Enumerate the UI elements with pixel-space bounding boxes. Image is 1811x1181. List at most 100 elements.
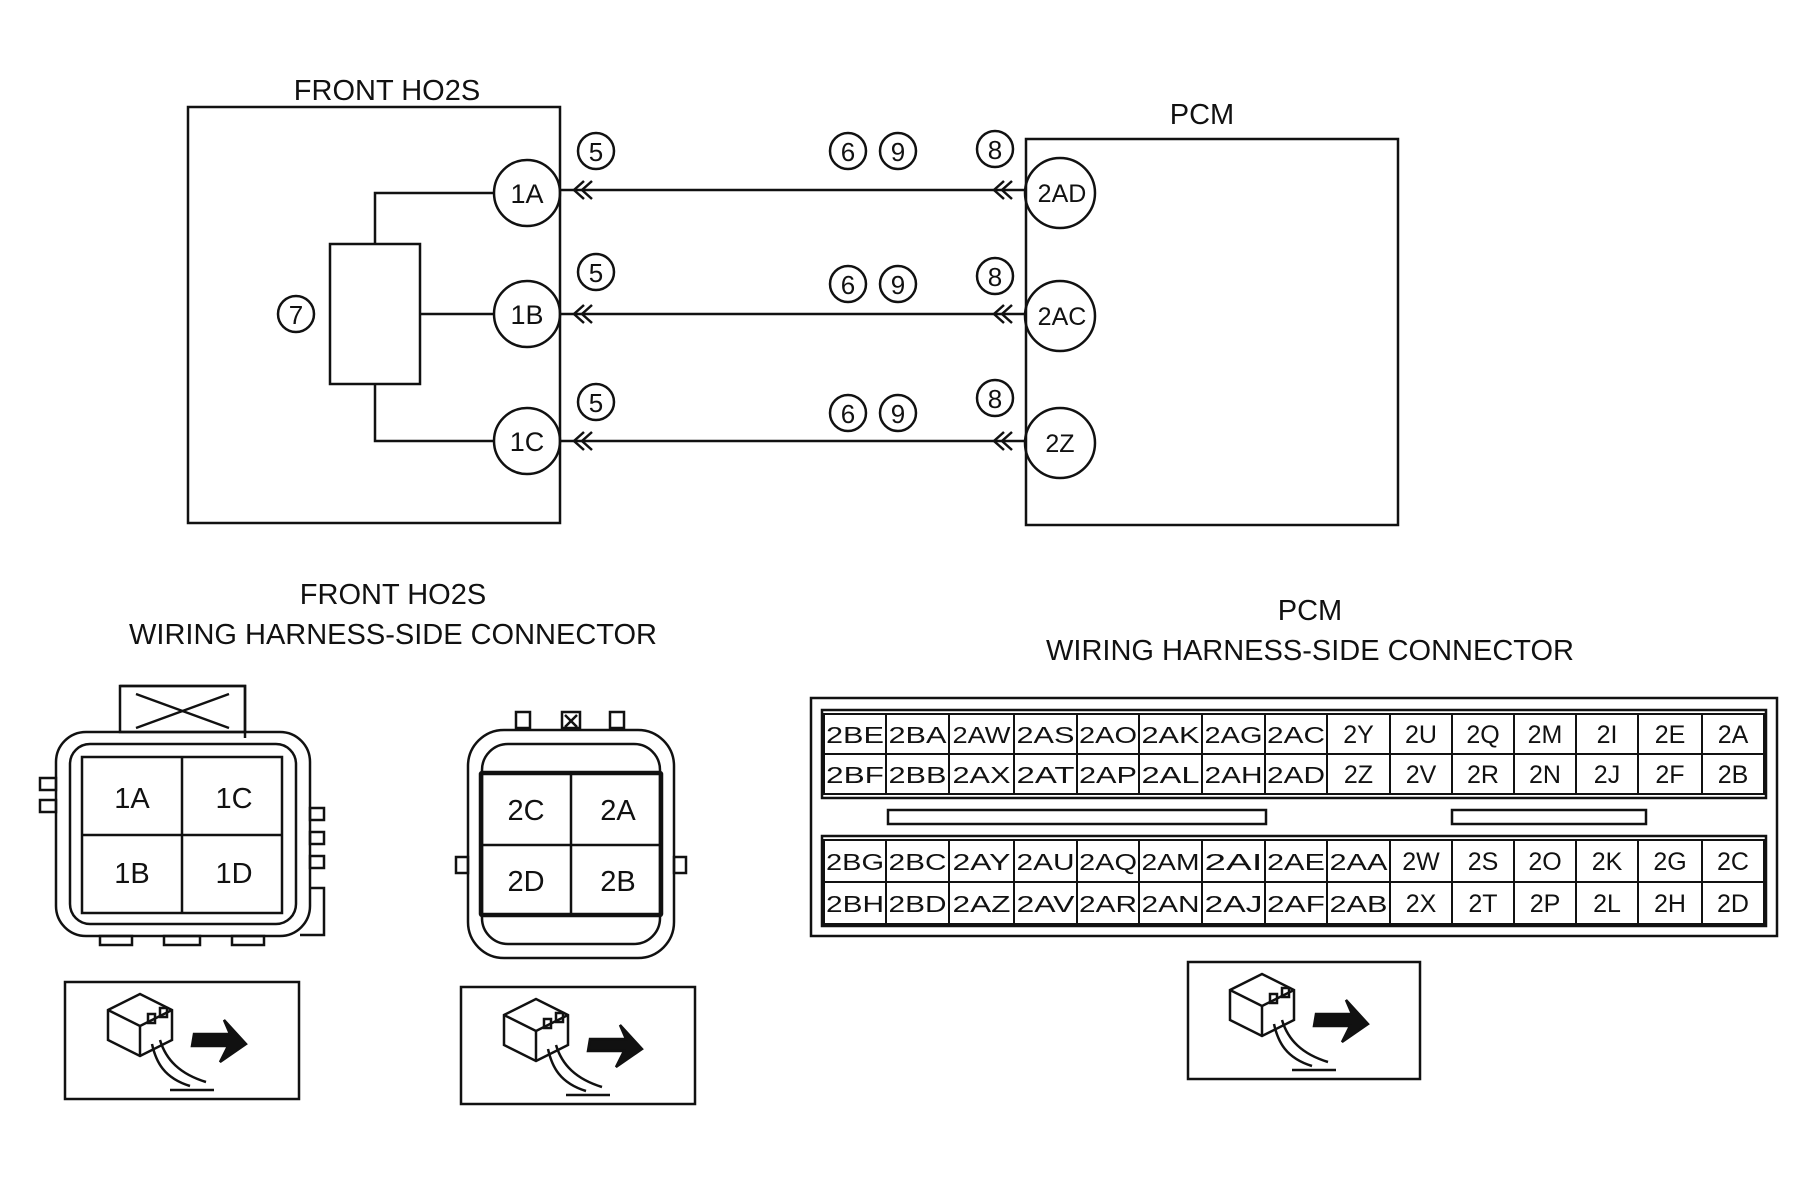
schematic bbox=[186, 105, 1400, 527]
pcm-pin-label: 2P bbox=[1530, 890, 1561, 918]
pcm-pin-label: 2L bbox=[1593, 890, 1621, 918]
marker-label: 8 bbox=[988, 135, 1002, 165]
pcm-pin-label: 2BH bbox=[826, 891, 884, 917]
chevron-icon bbox=[572, 180, 593, 200]
marker-label: 5 bbox=[589, 258, 603, 288]
ho2s-connector-left bbox=[38, 684, 326, 947]
marker-circle bbox=[975, 256, 1015, 296]
chevron-icon bbox=[992, 431, 1013, 451]
pcm-pin-label: 2Y bbox=[1343, 721, 1374, 749]
pcm-pin-label: 2N bbox=[1529, 761, 1561, 789]
internal-wire-1a bbox=[373, 191, 495, 244]
ho2s-connector-right-labels: 2C 2A 2D 2B bbox=[507, 795, 636, 898]
pcm-pin-label: 2AE bbox=[1267, 849, 1325, 875]
marker-circle bbox=[878, 264, 918, 304]
pcm-pin-label: 2U bbox=[1405, 721, 1437, 749]
pcm-pin-label: 2BG bbox=[826, 849, 884, 875]
pcm-pin-label: 2R bbox=[1467, 761, 1499, 789]
marker-circle bbox=[878, 393, 918, 433]
pcm-pin-label: 2AG bbox=[1205, 722, 1263, 748]
pcm-pin-label: 2BC bbox=[889, 849, 947, 875]
pin-circle-2ad bbox=[1023, 156, 1097, 230]
connector-view-icon bbox=[459, 985, 697, 1106]
pcm-pin-label: 2BE bbox=[826, 722, 884, 748]
pcm-title: PCM bbox=[1170, 99, 1234, 131]
marker-circle bbox=[975, 129, 1015, 169]
ho2s-pin-label: 1C bbox=[510, 427, 545, 457]
pcm-pin-label: 2AF bbox=[1267, 891, 1325, 917]
pin-label: 1C bbox=[215, 783, 252, 815]
pcm-pin-label: 2AN bbox=[1142, 891, 1200, 917]
marker-circle bbox=[828, 131, 868, 171]
chevron-icon bbox=[992, 180, 1013, 200]
pcm-pin-label: 2H bbox=[1654, 890, 1686, 918]
pcm-pin-cell bbox=[1701, 881, 1765, 925]
ho2s-pin-label: 1B bbox=[510, 300, 543, 330]
marker-circle bbox=[828, 264, 868, 304]
pin-label: 1A bbox=[114, 783, 150, 815]
pcm-pin-label: 2AH bbox=[1205, 762, 1263, 788]
pcm-pin-label: 2AS bbox=[1017, 722, 1075, 748]
marker-label: 9 bbox=[891, 137, 905, 167]
pcm-pin-label: 2AB bbox=[1330, 891, 1388, 917]
pcm-box bbox=[1024, 137, 1400, 527]
chevron-icon bbox=[572, 431, 593, 451]
pcm-pin-label: 2Z bbox=[1045, 430, 1074, 458]
pcm-pin-label: 2AX bbox=[953, 762, 1011, 788]
pcm-pin-label: 2BB bbox=[889, 762, 947, 788]
marker-circle bbox=[276, 294, 316, 334]
pcm-pin-label: 2AC bbox=[1038, 303, 1087, 331]
internal-wire-1c bbox=[373, 384, 495, 443]
pcm-pin-label: 2O bbox=[1528, 848, 1561, 876]
chevron-icon bbox=[572, 304, 593, 324]
marker-label: 8 bbox=[988, 384, 1002, 414]
pcm-pin-label: 2AY bbox=[953, 849, 1011, 875]
schematic-labels: FRONT HO2S PCM 1A 1B 1C 2AD 2AC 2Z 7 5 5… bbox=[289, 75, 1234, 458]
pcm-pin-label: 2T bbox=[1468, 890, 1497, 918]
pcm-pin-label: 2G bbox=[1653, 848, 1686, 876]
pcm-pin-label: 2AO bbox=[1079, 722, 1137, 748]
ho2s-connector-section: FRONT HO2S WIRING HARNESS-SIDE CONNECTOR bbox=[38, 579, 697, 1106]
marker-circle bbox=[828, 393, 868, 433]
marker-circle bbox=[576, 252, 616, 292]
pcm-connector-body bbox=[809, 696, 1779, 938]
pcm-connector-title-2: WIRING HARNESS-SIDE CONNECTOR bbox=[1046, 635, 1574, 667]
pin-label: 2B bbox=[600, 866, 635, 898]
pcm-pin-label: 2AU bbox=[1017, 849, 1075, 875]
connector-view-icon bbox=[63, 980, 301, 1101]
marker-label: 7 bbox=[289, 300, 303, 330]
pcm-pin-label: 2BF bbox=[826, 762, 884, 788]
ho2s-connector-title-2: WIRING HARNESS-SIDE CONNECTOR bbox=[129, 619, 657, 651]
marker-label: 9 bbox=[891, 270, 905, 300]
pcm-pin-label: 2F bbox=[1655, 761, 1684, 789]
pcm-pin-label: 2AQ bbox=[1079, 849, 1137, 875]
marker-label: 8 bbox=[988, 262, 1002, 292]
ho2s-connector-left-labels: 1A 1C 1B 1D bbox=[114, 783, 252, 890]
pcm-pin-label: 2W bbox=[1402, 848, 1440, 876]
marker-circle bbox=[878, 131, 918, 171]
pcm-connector-title-1: PCM bbox=[1278, 595, 1342, 627]
pin-label: 2A bbox=[600, 795, 636, 827]
pin-label: 1D bbox=[215, 858, 252, 890]
pin-label: 1B bbox=[114, 858, 149, 890]
pcm-pin-label: 2AT bbox=[1017, 762, 1075, 788]
chevron-icon bbox=[992, 304, 1013, 324]
ho2s-title: FRONT HO2S bbox=[294, 75, 480, 107]
pin-label: 2D bbox=[507, 866, 544, 898]
pcm-pin-label: 2BA bbox=[889, 722, 948, 748]
pcm-pin-label: 2D bbox=[1717, 890, 1749, 918]
pcm-pin-label: 2Z bbox=[1344, 761, 1373, 789]
pcm-pin-label: 2J bbox=[1594, 761, 1620, 789]
pcm-pin-label: 2AJ bbox=[1205, 891, 1263, 917]
pcm-pin-label: 2AI bbox=[1205, 849, 1263, 875]
pcm-pin-label: 2AW bbox=[953, 722, 1011, 748]
marker-circle bbox=[576, 382, 616, 422]
pin-label: 2C bbox=[507, 795, 544, 827]
ho2s-connector-title-1: FRONT HO2S bbox=[300, 579, 486, 611]
pcm-pin-label: 2C bbox=[1717, 848, 1749, 876]
pcm-pin-label: 2AV bbox=[1017, 891, 1076, 917]
marker-circle bbox=[576, 131, 616, 171]
pcm-pin-label: 2AK bbox=[1142, 722, 1201, 748]
